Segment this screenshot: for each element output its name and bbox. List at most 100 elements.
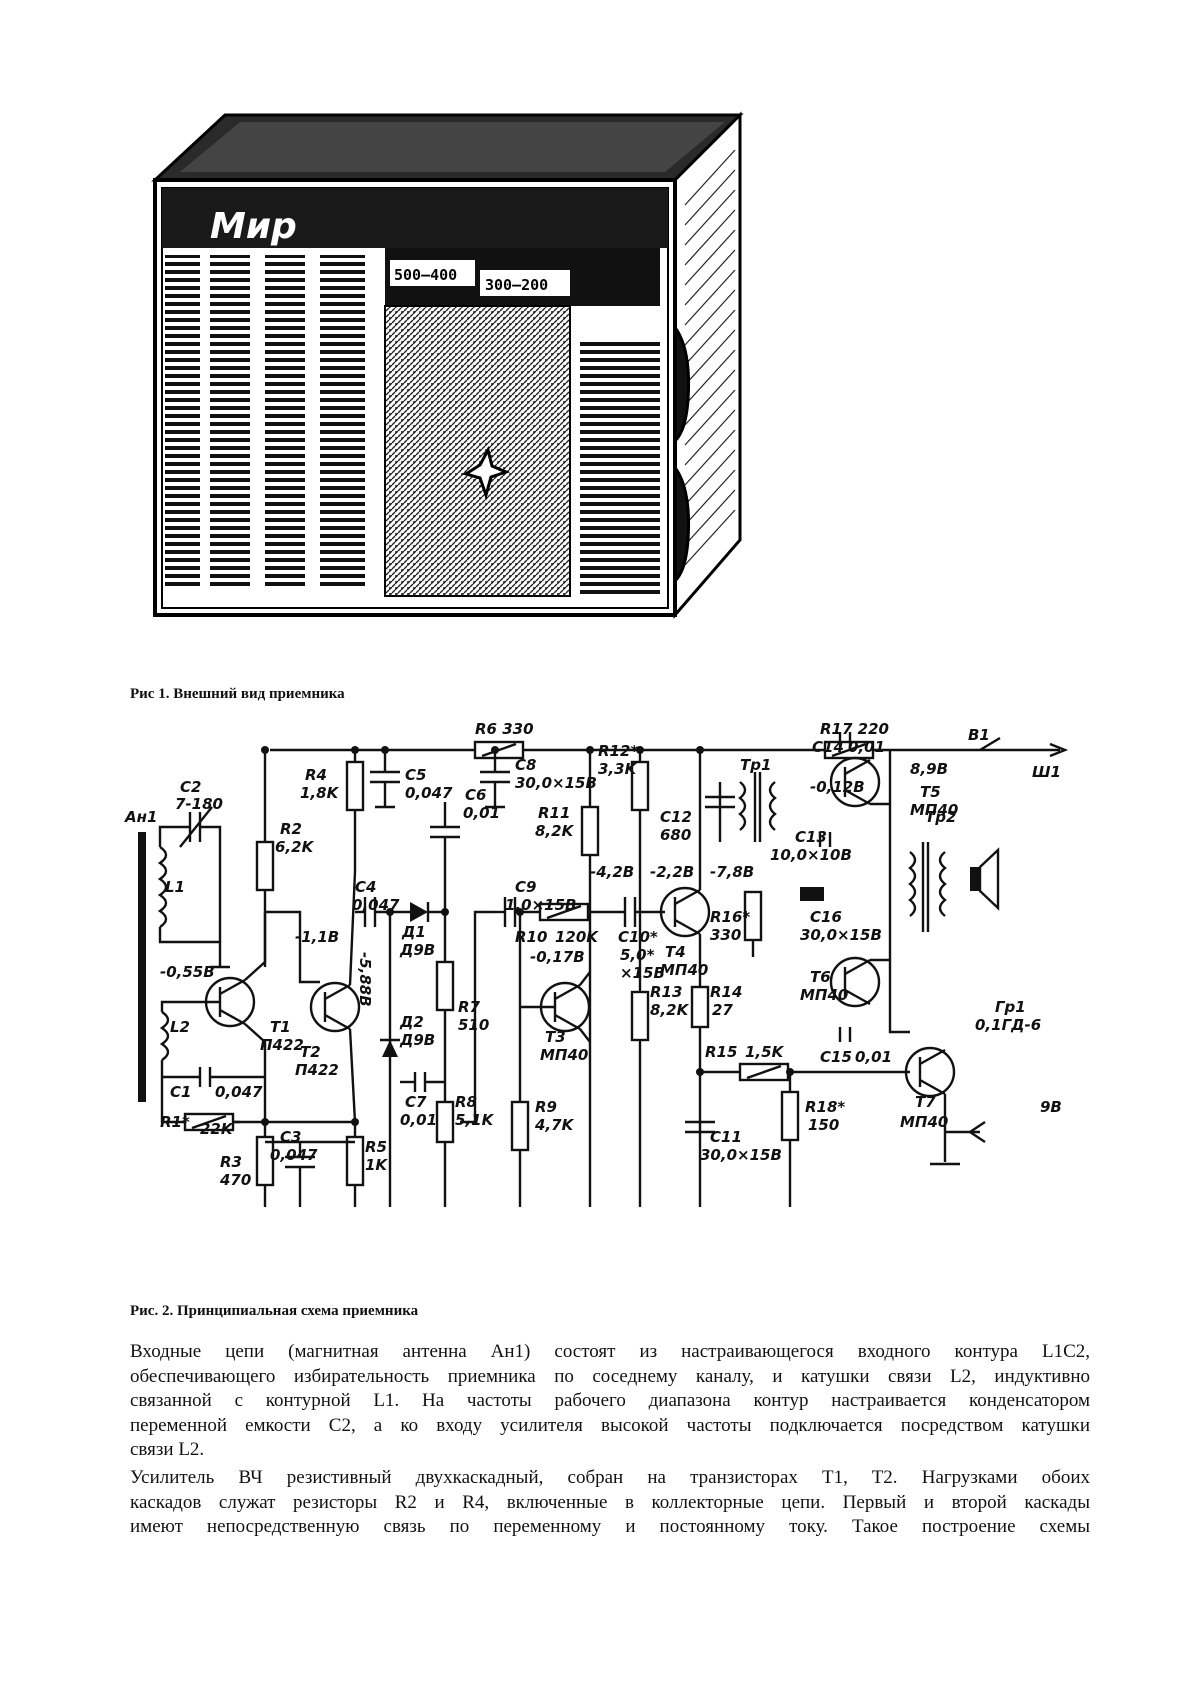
dial-left-scale: 500—400 [394,266,457,284]
label-c3-value: 0,047 [270,1146,318,1164]
label-r3-value: 470 [219,1171,251,1189]
diode-d2 [382,1040,398,1057]
label-minus-7-8v: -7,8В [710,863,754,881]
label-c6: C6 [465,786,486,804]
label-b1: B1 [968,726,990,744]
label-r11-value: 8,2K [535,822,575,840]
resistor-r2 [255,840,275,892]
label-r12: R12* [598,742,638,760]
paragraph-line: связи L2. [130,1439,205,1460]
logo-text: Мир [210,206,297,247]
paragraph-line: обеспечивающего избирательность приемник… [130,1365,1090,1387]
label-c14-voltage: -0,12В [810,778,865,796]
label-r10: R10 [515,928,547,946]
label-minus-2-2v: -2,2В [650,863,694,881]
label-r14: R14 [710,983,742,1001]
label-minus-5-88v: -5,88В [356,952,374,1007]
label-9v: 9В [1040,1098,1062,1116]
label-tr2: Тр2 [925,808,956,826]
paragraph-line: Входные цепи (магнитная антенна Ан1) сос… [130,1341,1090,1362]
label-r17: R17 220 [820,720,889,738]
label-r16-value: 330 [710,926,741,944]
diode-d1 [410,902,428,922]
label-r5: R5 [365,1138,387,1156]
label-r8-value: 5,1K [455,1111,495,1129]
label-c16-value: 30,0×15В [800,926,882,944]
label-r3: R3 [220,1153,242,1171]
paragraph-hf-amplifier: Усилитель ВЧ резистивный двухкаскадный, … [130,1466,1090,1540]
label-r12-value: 3,3K [598,760,638,778]
label-c5-value: 0,047 [405,784,453,802]
label-t4: T4 [665,943,686,961]
label-r18: R18* [805,1098,845,1116]
figure2-caption: Рис. 2. Принципиальная схема приемника [130,1303,419,1319]
label-t6: T6 [810,968,831,986]
label-an1: Ан1 [124,808,157,826]
label-c7: C7 [405,1093,427,1111]
label-c11: C11 [710,1128,742,1146]
label-gr1: Гр1 [995,998,1026,1016]
label-t4-type: МП40 [660,961,708,979]
label-c9: C9 [515,878,536,896]
dial-right-scale: 300—200 [485,276,548,294]
label-c10: C10* [618,928,658,946]
paragraph-line: имеют непосредственную связь по переменн… [130,1516,1090,1537]
label-l1: L1 [165,878,185,896]
label-c16: C16 [810,908,842,926]
label-d2-type: Д9В [399,1031,435,1049]
label-c15: C15 [820,1048,852,1066]
label-r11: R11 [538,804,570,822]
label-r14-value: 27 [712,1001,733,1019]
label-r15-value: 1,5K [745,1043,785,1061]
resistor-r4 [345,760,365,812]
label-c13: C13 [795,828,827,846]
capacitor-c16 [800,887,824,901]
label-t3: T3 [545,1028,566,1046]
label-c8-value: 30,0×15В [515,774,597,792]
label-t2: T2 [300,1043,321,1061]
label-c4: C4 [355,878,376,896]
label-sh1: Ш1 [1032,763,1061,781]
label-c9-value: 1,0×15В [505,896,576,914]
label-r1: R1* [160,1113,190,1131]
label-minus-4-2v: -4,2В [590,863,634,881]
label-t6-type: МП40 [800,986,848,1004]
label-d2: Д2 [399,1013,424,1031]
resistor-r18 [780,1090,800,1142]
resistor-r11 [580,805,600,857]
label-r4: R4 [305,766,327,784]
resistor-r13 [630,990,650,1042]
label-c7-value: 0,01 [400,1111,437,1129]
label-t7: T7 [915,1093,936,1111]
label-8-9v: 8,9В [910,760,948,778]
transistor-t7 [904,1046,956,1098]
transformer-tr1 [738,781,747,831]
label-t5: T5 [920,783,941,801]
label-c10-voltage: ×15В [620,964,665,982]
label-r6: R6 330 [475,720,534,738]
magnetic-antenna [138,832,146,1102]
paragraph-line: Усилитель ВЧ резистивный двухкаскадный, … [130,1467,1090,1488]
resistor-r8 [435,1100,455,1144]
transistor-t6 [829,956,881,1008]
label-c2: C2 [180,778,201,796]
label-r10-value: 120K [555,928,599,946]
label-r16: R16* [710,908,750,926]
label-r4-value: 1,8K [300,784,340,802]
transistor-t2 [309,981,361,1033]
label-r8: R8 [455,1093,477,1111]
label-t7-type: МП40 [900,1113,948,1131]
speaker-gr1 [970,867,980,891]
radio-schematic: R6 330 R17 220 B1 Ш1 C2 7-180 Ан1 L1 L2 … [124,720,1069,1207]
label-c15-value: 0,01 [855,1048,892,1066]
label-c10-value: 5,0* [620,946,655,964]
paragraph-line: связанной с контурной L1. На частоты раб… [130,1390,1090,1411]
label-c1-value: 0,047 [215,1083,263,1101]
label-d1: Д1 [401,923,426,941]
figure1-caption: Рис 1. Внешний вид приемника [130,686,345,702]
label-r1-value: 22K [200,1120,234,1138]
label-minus-0-17v: -0,17В [530,948,585,966]
label-c13-value: 10,0×10В [770,846,852,864]
label-r18-value: 150 [808,1116,839,1134]
resistor-r14 [690,985,710,1029]
